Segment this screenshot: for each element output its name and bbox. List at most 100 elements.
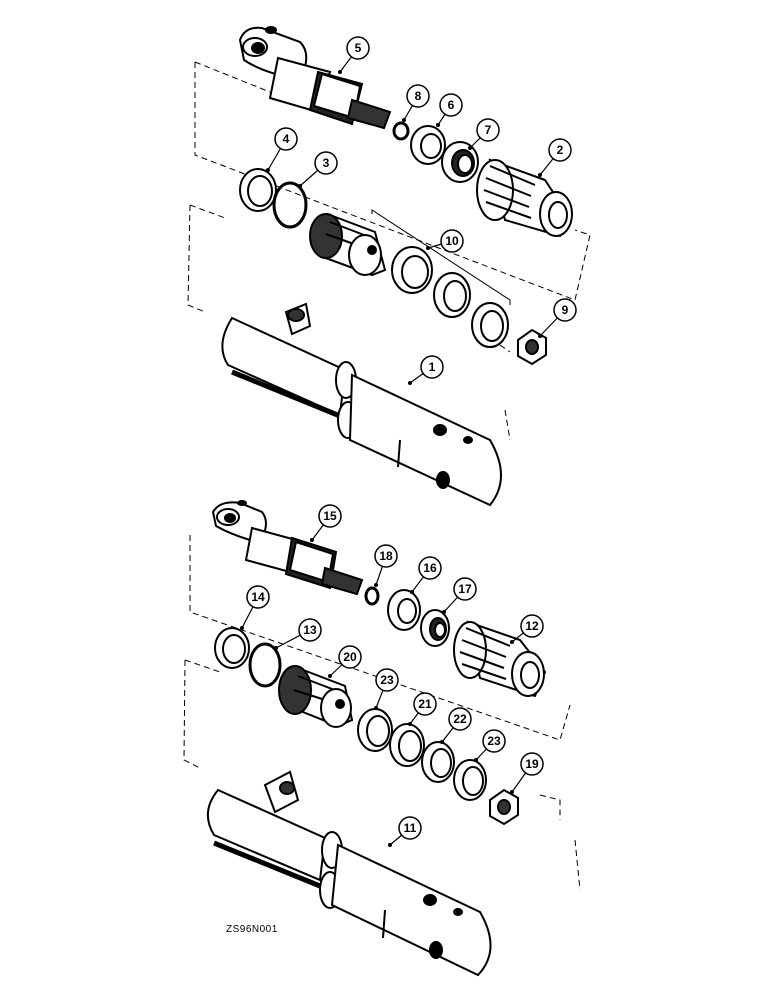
callout-arrow [510,640,514,644]
callout-arrow [408,381,412,385]
callout-arrow [298,184,302,188]
piston-part-20 [278,665,354,728]
callout-circle [413,692,437,716]
gland-part-2 [476,158,573,238]
ring-part-22 [421,741,455,783]
callout-c11: 11 [388,816,422,847]
callout-c6: 6 [436,93,463,127]
oring-part-8 [392,121,410,141]
callout-c15: 15 [310,504,342,542]
callout-arrow [338,70,342,74]
oring-part-18 [364,586,380,606]
callout-circle [318,504,342,528]
callout-circle [520,614,544,638]
callout-circle [420,355,444,379]
callout-number: 19 [525,757,539,771]
oring-part-3 [272,181,308,229]
washer-part-4 [239,168,277,212]
callout-circle [453,577,477,601]
callout-number: 1 [429,360,436,374]
callout-number: 12 [525,619,539,633]
callout-c19: 19 [510,752,544,794]
callout-number: 17 [458,582,472,596]
barrel-part-11 [207,770,492,977]
callout-circle [374,544,398,568]
callout-arrow [426,246,430,250]
callout-number: 6 [448,98,455,112]
callout-number: 4 [283,132,290,146]
callout-circle [375,668,399,692]
gland-part-12 [453,620,547,698]
callout-circle [418,556,442,580]
barrel-part-1 [221,302,502,507]
callout-number: 22 [453,712,467,726]
callout-c1: 1 [408,355,444,385]
ring-part-23-b [453,759,487,801]
callout-circle [346,36,370,60]
oring-part-13 [248,642,282,688]
washer-part-6 [410,125,446,165]
callout-number: 23 [380,673,394,687]
seal-part-7 [441,141,479,183]
callout-c10: 10 [426,229,464,253]
callout-c17: 17 [442,577,477,614]
callout-circle [314,151,338,175]
washer-part-14 [214,627,250,669]
callout-c7: 7 [468,118,500,150]
callout-number: 10 [445,234,459,248]
callout-circle [298,618,322,642]
callout-arrow [468,146,472,150]
callout-circle [246,585,270,609]
ring-part-21 [389,723,425,767]
callout-c9: 9 [538,298,577,338]
callout-circle [520,752,544,776]
callout-arrow [474,758,478,762]
callout-number: 18 [379,549,393,563]
callout-c5: 5 [338,36,370,74]
callout-arrow [388,843,392,847]
callout-c16: 16 [410,556,442,594]
seal-part-17 [420,609,450,647]
callout-c12: 12 [510,614,544,644]
nut-part-19 [489,788,519,826]
callout-c23a: 23 [374,668,399,710]
callout-arrow [374,583,378,587]
callout-c2: 2 [538,138,572,177]
callout-arrow [408,722,412,726]
rod-eye-part-5 [238,26,392,130]
callout-circle [338,645,362,669]
callout-c3: 3 [298,151,338,188]
callout-number: 11 [404,821,417,835]
callout-c21: 21 [408,692,437,726]
drawing-code: ZS96N001 [226,924,278,935]
callout-circle [482,729,506,753]
washer-part-16 [387,589,421,631]
callout-number: 15 [323,509,337,523]
callout-arrow [436,123,440,127]
callout-number: 3 [323,156,330,170]
callout-number: 23 [487,734,501,748]
callout-number: 16 [423,561,437,575]
callout-circle [448,707,472,731]
callout-c4: 4 [266,127,298,172]
callout-arrow [266,168,270,172]
callout-arrow [440,740,444,744]
callout-arrow [402,118,406,122]
callout-arrow [510,790,514,794]
ring-part-23-a [357,708,393,752]
callout-circle [398,816,422,840]
callout-number: 2 [557,143,564,157]
callout-number: 13 [303,623,317,637]
callout-number: 20 [343,650,357,664]
callout-circle [439,93,463,117]
callout-number: 21 [418,697,432,711]
callout-arrow [274,646,278,650]
callout-circle [476,118,500,142]
callout-arrow [328,674,332,678]
piston-part-10-group [309,209,511,348]
callout-number: 7 [485,123,492,137]
callout-c22: 22 [440,707,472,744]
nut-part-9 [517,328,547,366]
callout-number: 9 [562,303,569,317]
